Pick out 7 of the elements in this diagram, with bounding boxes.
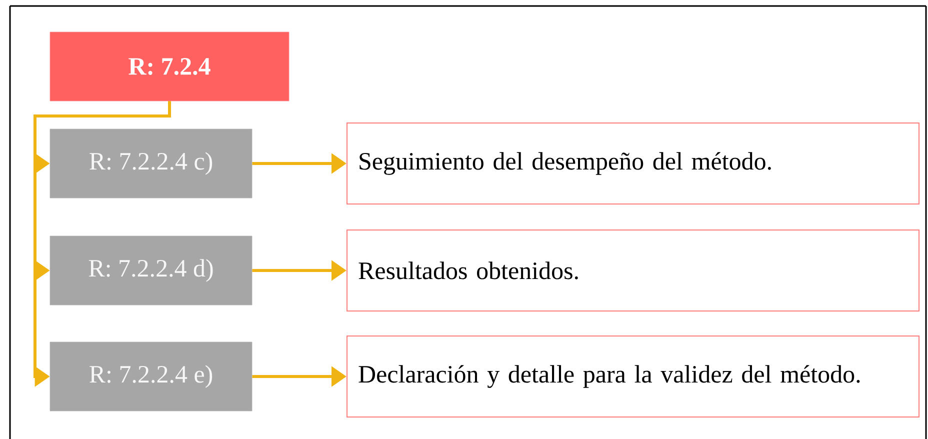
description-box: Seguimiento del desempeño del método. [346, 122, 920, 204]
reference-box: R: 7.2.2.4 e) [50, 342, 252, 412]
reference-box: R: 7.2.2.4 d) [50, 236, 252, 306]
description-box: Resultados obtenidos. [346, 230, 920, 312]
heading-box: R: 7.2.4 [50, 32, 290, 102]
description-box: Declaración y detalle para la validez del método. [346, 336, 920, 418]
reference-box: R: 7.2.2.4 c) [50, 128, 252, 198]
